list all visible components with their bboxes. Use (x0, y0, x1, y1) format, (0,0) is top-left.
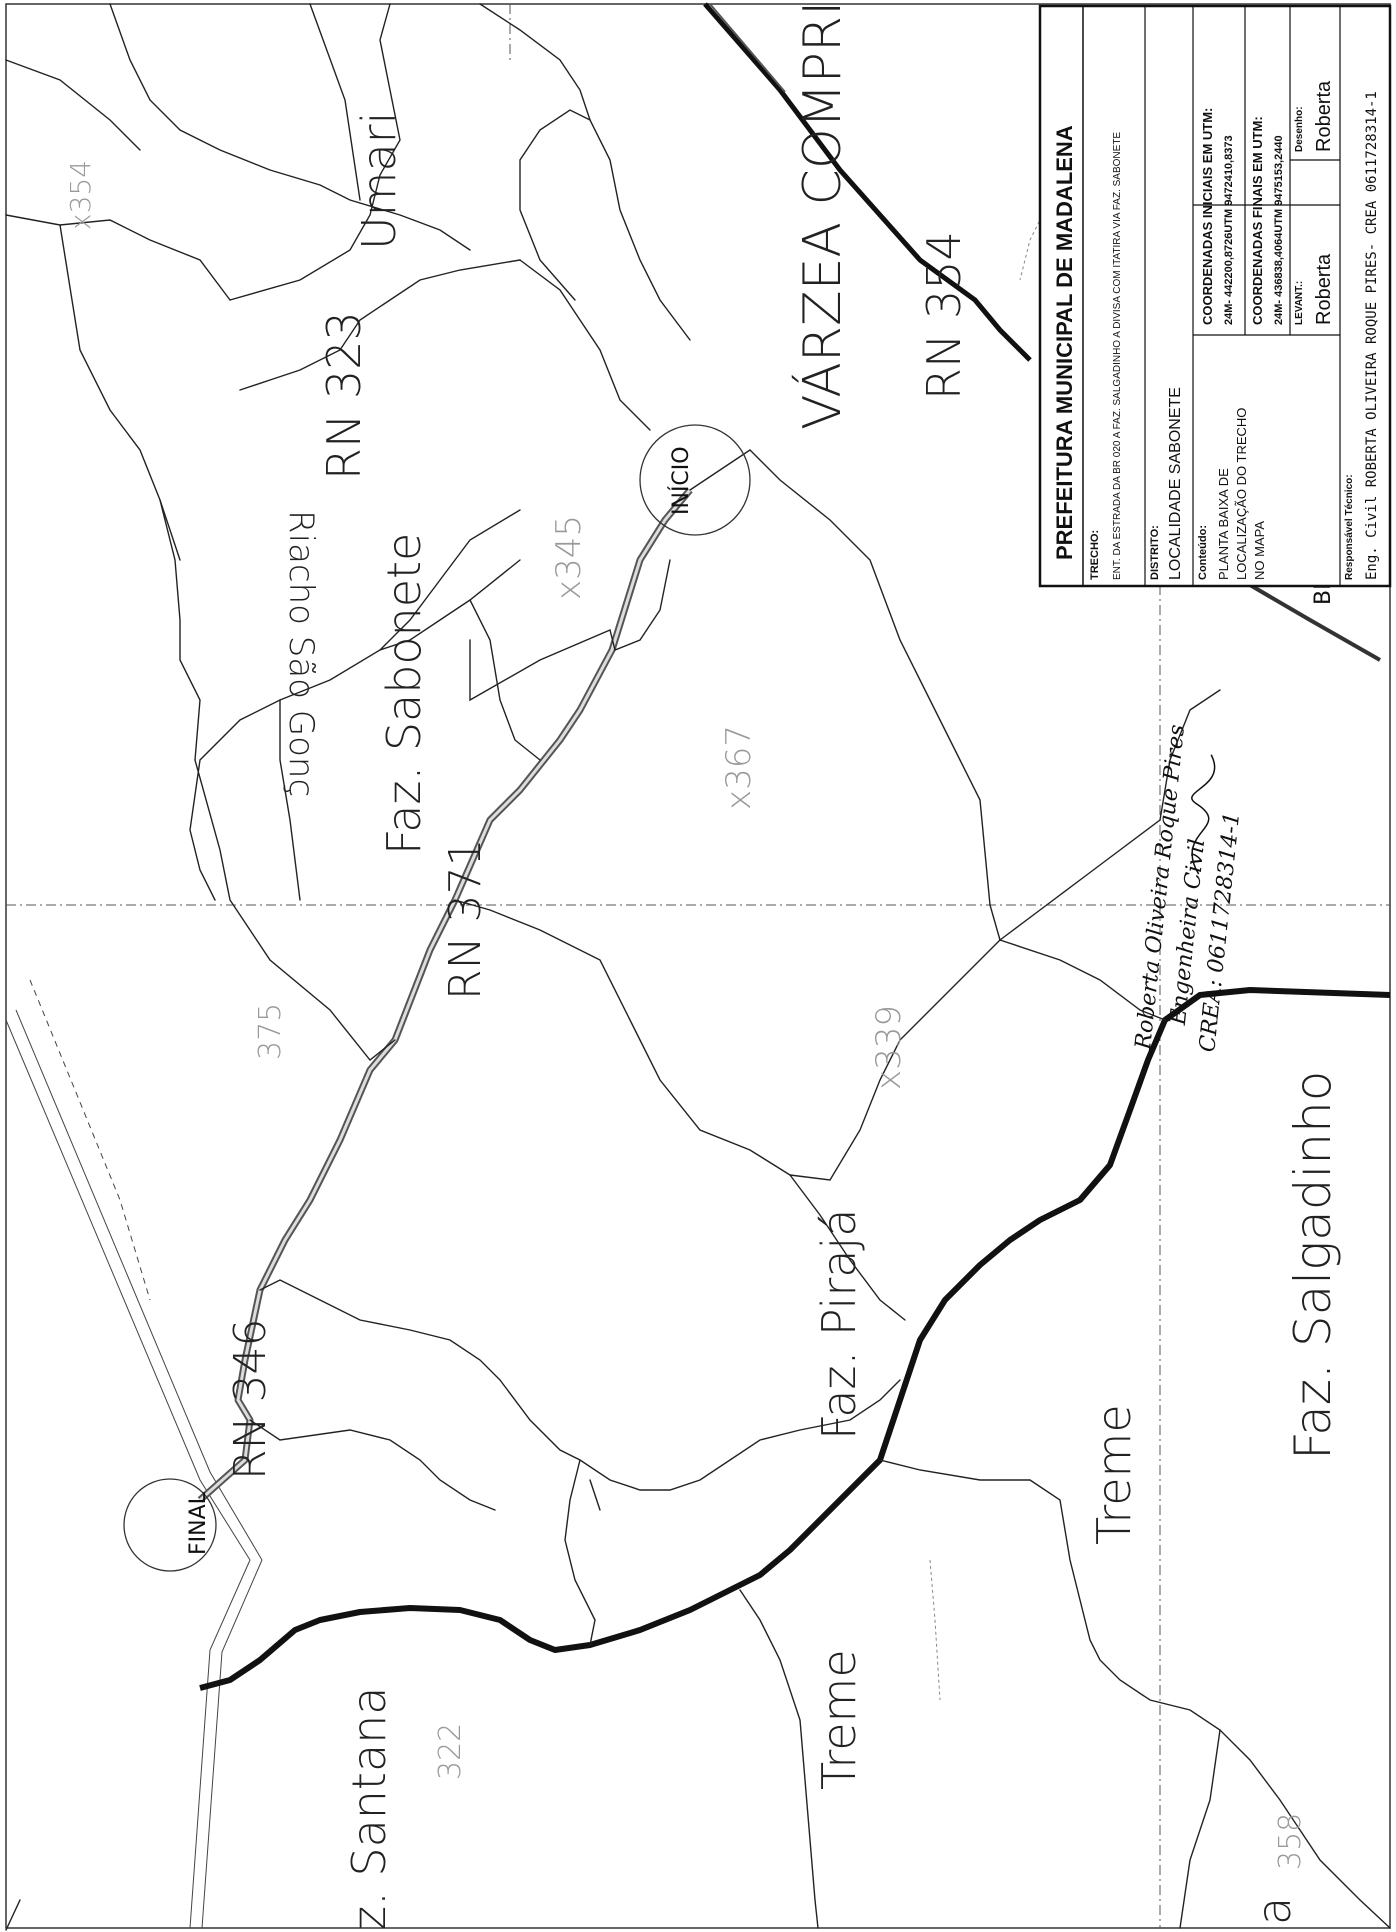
coord-initial-value: 24M- 442200,8726UTM 9472410,8373 (1223, 135, 1235, 325)
label-x339: x339 (869, 1005, 909, 1090)
map-border (5, 3, 1391, 1929)
label-faz-piraja: Faz. Pirajá (812, 1209, 866, 1440)
label-varzea-comprida: VÁRZEA COMPRIDA (792, 0, 853, 430)
label-322: 322 (433, 1723, 468, 1780)
levant-label: LEVANT.: (1294, 281, 1305, 325)
conteudo-label: Conteúdo: (1197, 525, 1209, 580)
label-375: 375 (253, 1003, 288, 1060)
map-labels: Umari VÁRZEA COMPRIDA RN 354 RN 323 Riac… (64, 0, 1342, 1930)
svg-text:FINAL: FINAL (186, 1491, 211, 1555)
inicio-marker: INÍCIO (639, 424, 751, 536)
label-358: 358 (1273, 1813, 1308, 1870)
final-marker: FINAL (123, 1478, 217, 1572)
title-block: PREFEITURA MUNICIPAL DE MADALENA TRECHO:… (1038, 4, 1392, 588)
conteudo-line-1: PLANTA BAIXA DE (1216, 468, 1231, 580)
property-boundaries (5, 3, 1391, 1931)
responsavel-label: Responsável Técnico: (1344, 474, 1355, 580)
trecho-label: TRECHO: (1089, 530, 1101, 580)
label-santana: z. Santana (342, 1687, 396, 1931)
label-x354: x354 (64, 160, 97, 230)
coord-initial-label: COORDENADAS INICIAIS EM UTM: (1200, 108, 1215, 325)
label-x367: x367 (719, 725, 759, 810)
label-rn354: RN 354 (917, 231, 971, 400)
distrito-label: DISTRITO: (1149, 525, 1161, 580)
desenho-value: Roberta (1313, 80, 1335, 152)
road-upper-right (703, 2, 1032, 362)
label-umari: Umari (352, 112, 406, 250)
responsavel-value: Eng. Civil ROBERTA OLIVEIRA ROQUE PIRES-… (1364, 91, 1380, 580)
label-rn323: RN 323 (317, 311, 371, 480)
svg-text:INÍCIO: INÍCIO (668, 446, 694, 515)
label-x345: x345 (549, 515, 589, 600)
desenho-label: Desenho: (1294, 106, 1305, 152)
grid-lines (6, 4, 1390, 1928)
road-salgadinho (199, 987, 1391, 1691)
label-faz-sabonete: Faz. Sabonete (377, 533, 431, 855)
distrito-text: LOCALIDADE SABONETE (1167, 387, 1184, 580)
label-rn371: RN 371 (440, 839, 491, 1000)
trecho-text: ENT. DA ESTRADA DA BR 020 A FAZ. SALGADI… (1112, 132, 1123, 580)
label-edge-a: a (1247, 1897, 1301, 1925)
label-rn346: RN 346 (225, 1319, 276, 1480)
conteudo-line-3: NO MAPA (1252, 521, 1267, 580)
coord-final-label: COORDENADAS FINAIS EM UTM: (1250, 116, 1265, 325)
label-faz-salgadinho: Faz. Salgadinho (1284, 1071, 1342, 1460)
label-treme-1: Treme (1087, 1404, 1141, 1545)
road-br-lower (1248, 583, 1381, 662)
coord-final-value: 24M- 436838,4064UTM 9475153,2440 (1273, 135, 1285, 325)
conteudo-line-2: LOCALIZAÇÃO DO TRECHO (1234, 408, 1249, 580)
label-treme-2: Treme (812, 1649, 866, 1790)
title-block-header: PREFEITURA MUNICIPAL DE MADALENA (1052, 125, 1077, 560)
levant-value: Roberta (1313, 253, 1335, 325)
highway-br020-west (5, 979, 263, 1929)
label-riacho-sao-goncalo: Riacho São Gonç (281, 510, 321, 797)
